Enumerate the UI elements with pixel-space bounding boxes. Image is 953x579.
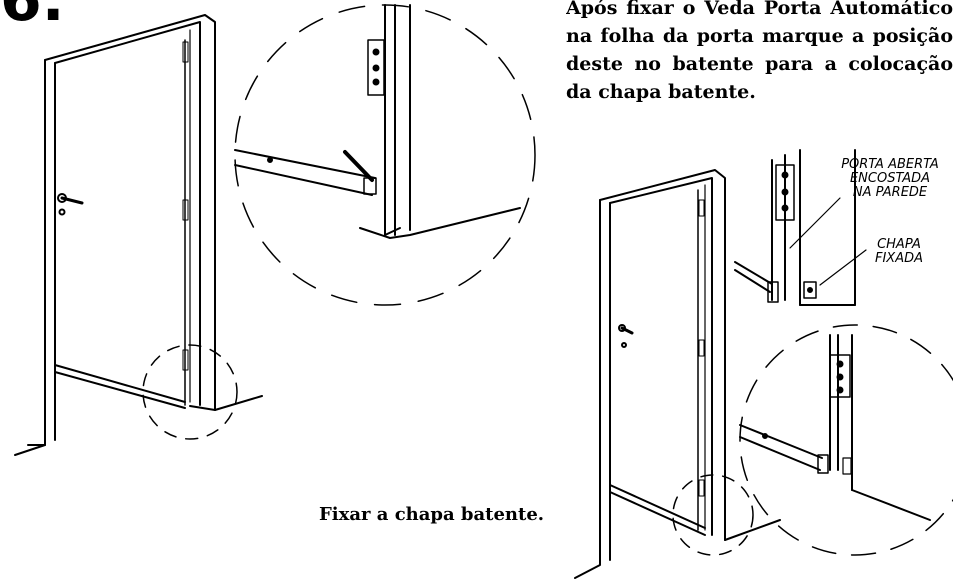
callout-line: CHAPA bbox=[877, 237, 921, 252]
open-door-detail bbox=[734, 149, 867, 306]
caption-text: Fixar a chapa batente. bbox=[319, 504, 545, 525]
callout-line: NA PAREDE bbox=[852, 185, 928, 200]
zoom-detail-bottom bbox=[739, 324, 953, 556]
detail-marker-circle-right bbox=[672, 474, 754, 556]
callout-line: ENCOSTADA bbox=[849, 171, 931, 186]
detail-marker-circle-left bbox=[142, 344, 238, 440]
zoom-detail-top bbox=[234, 4, 536, 306]
instruction-text: Após fixar o Veda Porta Automático na fo… bbox=[566, 0, 953, 103]
step-number: 6. bbox=[0, 0, 65, 35]
open-door-drawing bbox=[574, 169, 781, 579]
plate-callout: CHAPA FIXADA bbox=[866, 238, 932, 266]
callout-line: FIXADA bbox=[874, 251, 923, 266]
closed-door-drawing bbox=[14, 14, 263, 456]
callout-line: PORTA ABERTA bbox=[841, 157, 939, 172]
door-open-callout: PORTA ABERTA ENCOSTADA NA PAREDE bbox=[822, 158, 953, 200]
